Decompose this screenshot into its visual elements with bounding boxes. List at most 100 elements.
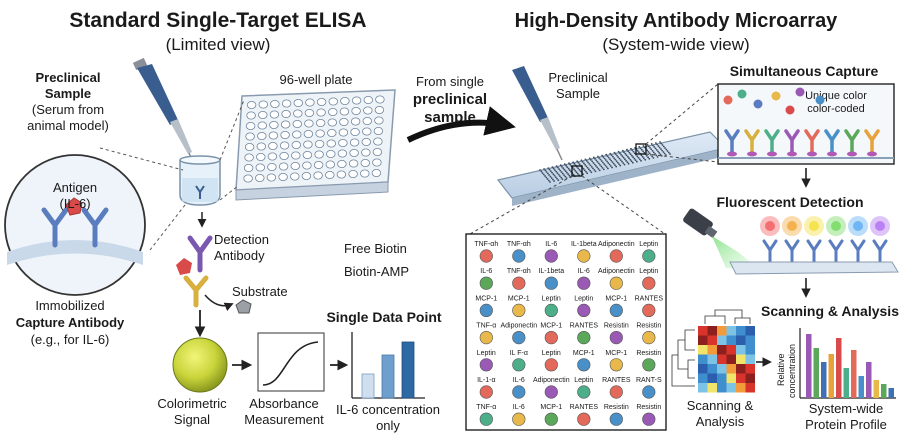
slide-spot: [626, 155, 629, 158]
slide-spot: [618, 157, 621, 160]
plate-well: [372, 158, 382, 167]
slide-spot: [642, 145, 645, 147]
slide-spot: [607, 167, 609, 170]
grid-cell-spot: [544, 249, 558, 263]
plate-well: [351, 96, 362, 105]
fluor-core: [853, 221, 863, 231]
slide-spot: [626, 161, 629, 164]
plate-well: [246, 101, 257, 110]
slide-spot: [547, 167, 550, 170]
slide-spot: [584, 158, 587, 161]
slide-spot: [595, 165, 597, 167]
grid-cell-spot: [512, 303, 526, 318]
slide-spot: [636, 155, 639, 158]
slide-spot: [609, 165, 612, 167]
capture-antibody: [844, 129, 860, 154]
grid-cell-label: Adiponectin: [501, 323, 538, 330]
heatmap-cell: [707, 383, 717, 393]
plate-well: [313, 160, 324, 169]
slide-spot: [662, 145, 665, 148]
capture-spot: [767, 151, 777, 157]
plate-well: [314, 139, 325, 148]
profile-bar: [873, 380, 879, 398]
slide-spot: [607, 162, 610, 164]
slide-spot: [547, 172, 549, 175]
profile-bar: [881, 384, 887, 398]
slide-spot: [574, 169, 577, 172]
heatmap-cell: [736, 373, 746, 383]
slide-spot: [657, 150, 659, 153]
slide-spot: [632, 156, 634, 159]
grid-cell-label: Resistin: [604, 323, 629, 330]
plate-well: [327, 118, 338, 127]
grid-cell-spot: [512, 358, 526, 372]
slide-spot: [552, 167, 555, 170]
slide-spot: [652, 157, 655, 159]
slide-spot: [648, 157, 651, 160]
slide-spot: [626, 148, 628, 151]
plate-well: [268, 131, 279, 140]
slide-spot: [610, 159, 613, 162]
slide-spot: [549, 175, 552, 178]
colorimetric-ball: [172, 337, 228, 393]
grid-cell-spot: [512, 331, 526, 345]
slide-spot: [604, 164, 607, 167]
slide-spot: [563, 168, 566, 171]
plate-well: [349, 138, 360, 147]
heatmap-cell: [736, 364, 746, 374]
grid-cell-spot: [609, 249, 623, 263]
plate-well: [245, 122, 256, 131]
left-title: Standard Single-Target ELISA: [69, 9, 366, 32]
slide-spot: [605, 166, 608, 168]
big-arrow: [406, 106, 516, 143]
plate-well: [257, 121, 268, 130]
heatmap-cell: [698, 383, 708, 393]
grid-cell-label: Leptin: [477, 350, 496, 357]
unique-sub: color-coded: [807, 103, 864, 115]
plate-well: [326, 149, 336, 158]
slide-spot: [608, 163, 611, 166]
slide-spot: [584, 163, 586, 166]
grid-cell-spot: [544, 303, 558, 318]
slide-spot: [616, 161, 619, 164]
plate-well: [305, 98, 315, 107]
slide-spot: [592, 167, 594, 170]
profile-label: System-wide: [809, 401, 883, 416]
slide-spot: [573, 162, 576, 165]
slide-spot: [581, 160, 584, 163]
slide-spot: [578, 163, 581, 166]
slide-spot: [576, 160, 579, 163]
grid-cell-spot: [544, 412, 558, 426]
grid-cell-label: Adiponectin: [598, 268, 635, 275]
slide-spot: [621, 149, 624, 152]
fluorescent-title: Fluorescent Detection: [716, 194, 863, 210]
zoom-box-left: [571, 165, 583, 177]
plate-well: [279, 141, 290, 150]
slide-spot: [664, 147, 666, 149]
capture-spot: [747, 151, 757, 157]
slide-spot: [641, 155, 644, 158]
slide-spot: [549, 181, 551, 183]
simultaneous-box: [717, 83, 895, 165]
slide-spot: [597, 168, 600, 170]
svg-text:preclinical: preclinical: [413, 91, 487, 108]
slide-spot: [657, 145, 660, 147]
slide-spot: [650, 143, 653, 145]
plate-well: [316, 108, 326, 117]
plate-well: [339, 118, 349, 127]
slide-spot: [654, 153, 656, 155]
slide-spot: [566, 166, 569, 169]
slide-spot: [553, 180, 555, 182]
plate-well: [270, 100, 280, 109]
plate-well: [255, 173, 265, 182]
heatmap-cell: [717, 345, 727, 355]
slide-spot: [660, 148, 662, 150]
grid-cell-spot: [642, 249, 656, 263]
single-point-chart: [351, 332, 425, 399]
slide-spot: [590, 171, 593, 174]
heatmap-cell: [726, 345, 736, 355]
grid-cell-spot: [642, 303, 656, 318]
slide-spot: [623, 151, 625, 154]
slide-spot: [563, 174, 565, 177]
heatmap-cell: [745, 383, 755, 393]
